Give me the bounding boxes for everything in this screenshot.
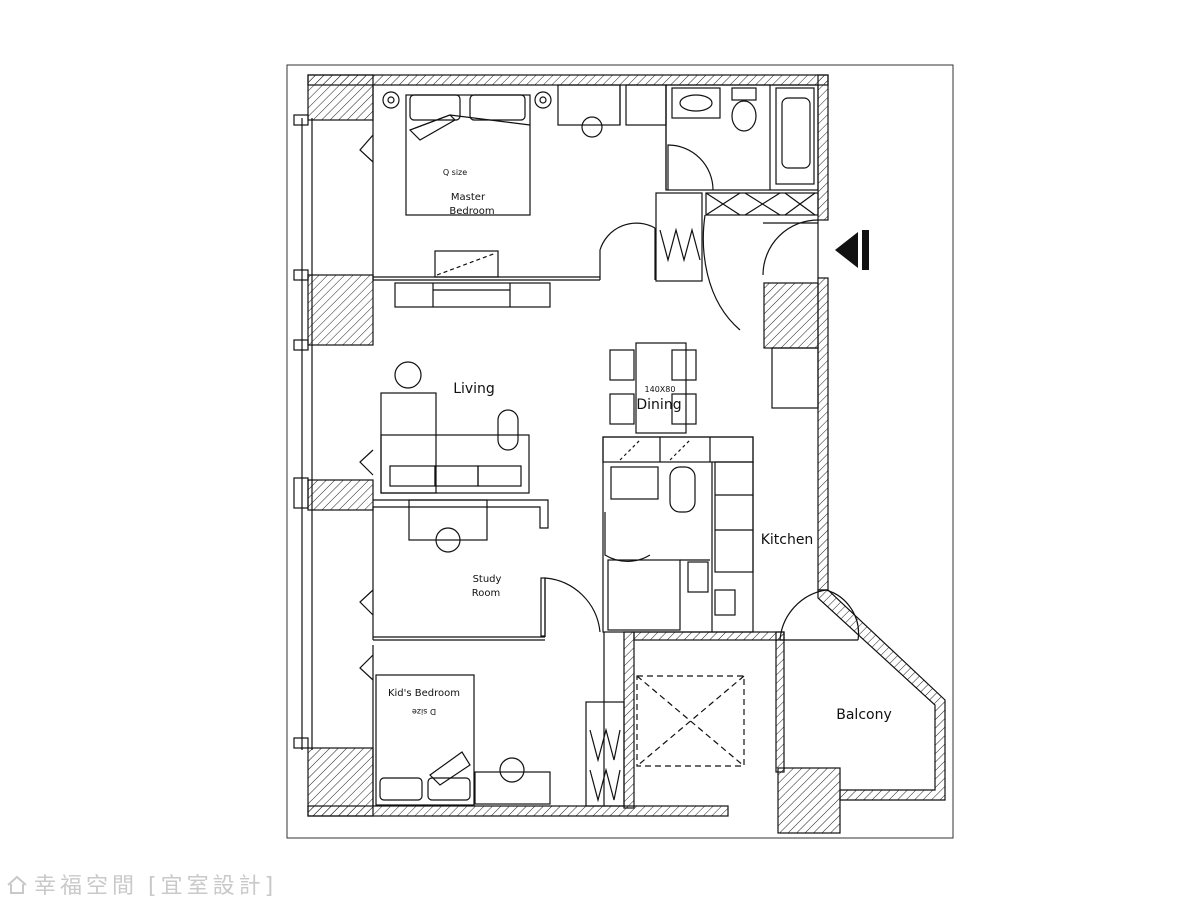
kitchen-label: Kitchen: [761, 532, 814, 548]
entrance-arrow-icon: [835, 230, 869, 270]
dining-label: Dining: [636, 397, 681, 413]
watermark-designer: [宜室設計]: [148, 874, 278, 899]
living-label: Living: [453, 381, 495, 397]
kids-bedroom-label: Kid's Bedroom: [388, 688, 460, 699]
study-room-label-1: Study: [473, 574, 502, 585]
master-bedroom-label-1: Master: [451, 192, 486, 203]
dining-table-size-label: 140X80: [645, 385, 676, 394]
master-bed-size-label: Q size: [443, 168, 467, 177]
balcony-label: Balcony: [836, 707, 892, 723]
house-logo-icon: [7, 875, 27, 894]
watermark-brand: 幸福空間: [34, 874, 139, 899]
study-room-label-2: Room: [472, 588, 500, 599]
master-bedroom-label-2: Bedroom: [449, 206, 494, 217]
kids-bed-size-label: D size: [412, 707, 436, 716]
drawing-frame: [286, 64, 954, 839]
watermark: 幸福空間 [宜室設計]: [6, 868, 277, 900]
